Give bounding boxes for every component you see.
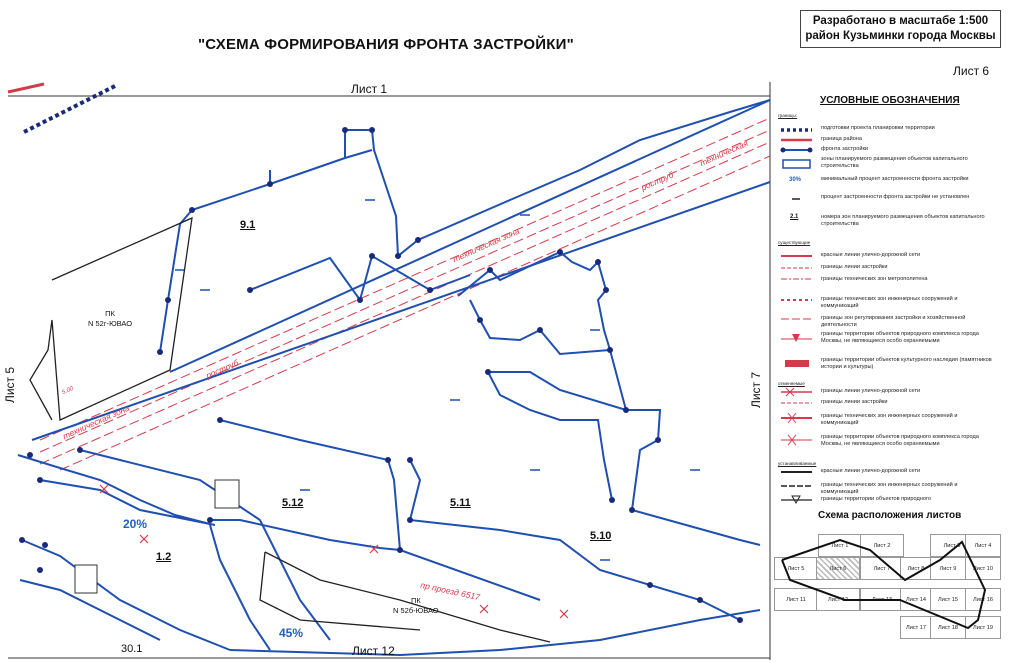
- legend-item-text: минимальный процент застроенности фронта…: [821, 176, 969, 182]
- scheme-cell: Лист 13: [860, 588, 904, 611]
- scheme-cell: Лист 19: [965, 616, 1001, 639]
- legend-item-text: границы зон регулирования застройки и хо…: [821, 315, 966, 328]
- legend-item: зоны планируемого размещения объектов ка…: [778, 156, 998, 170]
- sheet-label-bottom: Лист 12: [352, 644, 395, 658]
- legend-item-text: зоны планируемого размещения объектов ка…: [821, 156, 968, 169]
- legend-item-text: границы территории объектов природного к…: [821, 331, 979, 344]
- zone-label-1-2: 1.2: [156, 551, 172, 563]
- scheme-cell: Лист 4: [965, 534, 1001, 557]
- scheme-cell: Лист 5: [774, 557, 818, 580]
- legend-item: фронта застройки: [778, 146, 998, 160]
- legend-item-text: границы технических зон инженерных соору…: [821, 482, 958, 495]
- legend-item: границы зон регулирования застройки и хо…: [778, 315, 998, 329]
- zone-label-9-1: 9.1: [240, 219, 256, 231]
- scheme-cell: Лист 6: [816, 557, 860, 580]
- legend-item: границы линии улично-дорожной сети: [778, 388, 998, 402]
- pk-label-52b-line1: ПК: [410, 596, 421, 605]
- legend-item: границы территории объектов природного: [778, 496, 998, 510]
- legend-item: границы технических зон инженерных соору…: [778, 413, 998, 427]
- legend-item-text: процент застроенности фронта застройки н…: [821, 194, 970, 200]
- legend-item-text: границы технических зон инженерных соору…: [821, 296, 958, 309]
- legend-item-text: красные линии улично-дорожной сети: [821, 468, 921, 474]
- legend-item: границы технических зон инженерных соору…: [778, 482, 998, 496]
- zone-label-5-10: 5.10: [590, 530, 612, 542]
- legend-head-new: устанавливаемые: [778, 461, 817, 466]
- legend-item-text: границы технических зон метрополитена: [821, 276, 928, 282]
- pk-label-52g-line1: ПК: [105, 309, 115, 318]
- scheme-cell: Лист 8: [900, 557, 932, 580]
- legend-item-text: границы территории объектов культурного …: [821, 357, 992, 370]
- label-30-1: 30.1: [121, 643, 143, 655]
- legend-item: номера зон планируемого размещения объек…: [778, 214, 998, 228]
- pk-label-52g-line2: N 52г-ЮВАО: [88, 319, 133, 328]
- legend-item-text: границы линии застройки: [821, 399, 888, 405]
- legend-item-text: границы территории объектов природного к…: [821, 434, 979, 447]
- legend-symbol-30: 30%: [789, 177, 802, 183]
- sheet-label-left: Лист 5: [3, 366, 18, 404]
- legend-head-cancel: отменяемые: [778, 381, 805, 386]
- scheme-cell: Лист 2: [860, 534, 904, 557]
- legend-item-text: номера зон планируемого размещения объек…: [821, 214, 985, 227]
- legend-item-text: границы линии улично-дорожной сети: [821, 388, 921, 394]
- legend-item: границы территории объектов природного к…: [778, 331, 998, 345]
- scale-text: Разработано в масштабе 1:500: [812, 15, 989, 27]
- page-title: "СХЕМА ФОРМИРОВАНИЯ ФРОНТА ЗАСТРОЙКИ": [198, 36, 574, 53]
- legend-item: красные линии улично-дорожной сети: [778, 468, 998, 482]
- sheet-label-top: Лист 1: [351, 82, 388, 96]
- legend-item: границы линии застройки: [778, 264, 998, 278]
- scheme-cell: Лист 17: [900, 616, 932, 639]
- legend-head-red: существующие: [778, 240, 811, 245]
- scheme-cell: Лист 10: [965, 557, 1001, 580]
- scheme-cell: Лист 1: [818, 534, 862, 557]
- legend-item: процент застроенности фронта застройки н…: [778, 194, 998, 208]
- legend-item-text: границы технических зон инженерных соору…: [821, 413, 958, 426]
- legend-item: граница района: [778, 136, 998, 150]
- percent-45: 45%: [279, 626, 304, 640]
- sheet-label-right: Лист 7: [749, 371, 764, 409]
- district-text: район Кузьминки города Москвы: [805, 30, 996, 42]
- legend-head-main: границы:: [778, 113, 798, 118]
- legend-item-text: граница района: [821, 136, 863, 142]
- legend-item: границы технических зон метрополитена: [778, 276, 998, 290]
- scheme-cell: Лист 18: [930, 616, 966, 639]
- scheme-cell: Лист 12: [816, 588, 860, 611]
- pk-label-52b: ПК N 52б-ЮВАО: [393, 596, 439, 616]
- scheme-cell: Лист 14: [900, 588, 932, 611]
- legend-item: минимальный процент застроенности фронта…: [778, 176, 998, 190]
- legend-item: подготовки проекта планировки территории: [778, 125, 998, 139]
- legend-item-text: фронта застройки: [821, 146, 869, 152]
- sheet-number: Лист 6: [953, 64, 990, 78]
- legend-item-text: границы линии застройки: [821, 264, 888, 270]
- zone-label-5-11: 5.11: [450, 497, 471, 509]
- pk-label-52b-line2: N 52б-ЮВАО: [393, 606, 439, 615]
- zone-label-5-12: 5.12: [282, 497, 304, 509]
- legend-item: границы территории объектов природного к…: [778, 434, 998, 448]
- legend-item: границы линии застройки: [778, 399, 998, 413]
- scheme-cell: Лист 15: [930, 588, 966, 611]
- scheme-title: Схема расположения листов: [818, 510, 962, 521]
- scheme-cell: Лист 7: [860, 557, 904, 580]
- scheme-cell: Лист 9: [930, 557, 966, 580]
- legend-item-text: красные линии улично-дорожной сети: [821, 252, 921, 258]
- legend-item: границы территории объектов культурного …: [778, 357, 998, 371]
- scheme-cell: Лист 16: [965, 588, 1001, 611]
- legend-item: красные линии улично-дорожной сети: [778, 252, 998, 266]
- legend-item-text: границы территории объектов природного: [821, 496, 931, 502]
- scheme-cell: Лист 11: [774, 588, 818, 611]
- legend-title: УСЛОВНЫЕ ОБОЗНАЧЕНИЯ: [820, 95, 960, 106]
- pk-label-52g: ПК N 52г-ЮВАО: [88, 309, 132, 329]
- legend-item: границы технических зон инженерных соору…: [778, 296, 998, 310]
- scale-box: Разработано в масштабе 1:500 район Кузьм…: [800, 10, 1001, 48]
- legend-symbol-2-1: 2.1: [790, 214, 799, 220]
- percent-20: 20%: [123, 517, 148, 531]
- legend-item-text: подготовки проекта планировки территории: [821, 125, 935, 131]
